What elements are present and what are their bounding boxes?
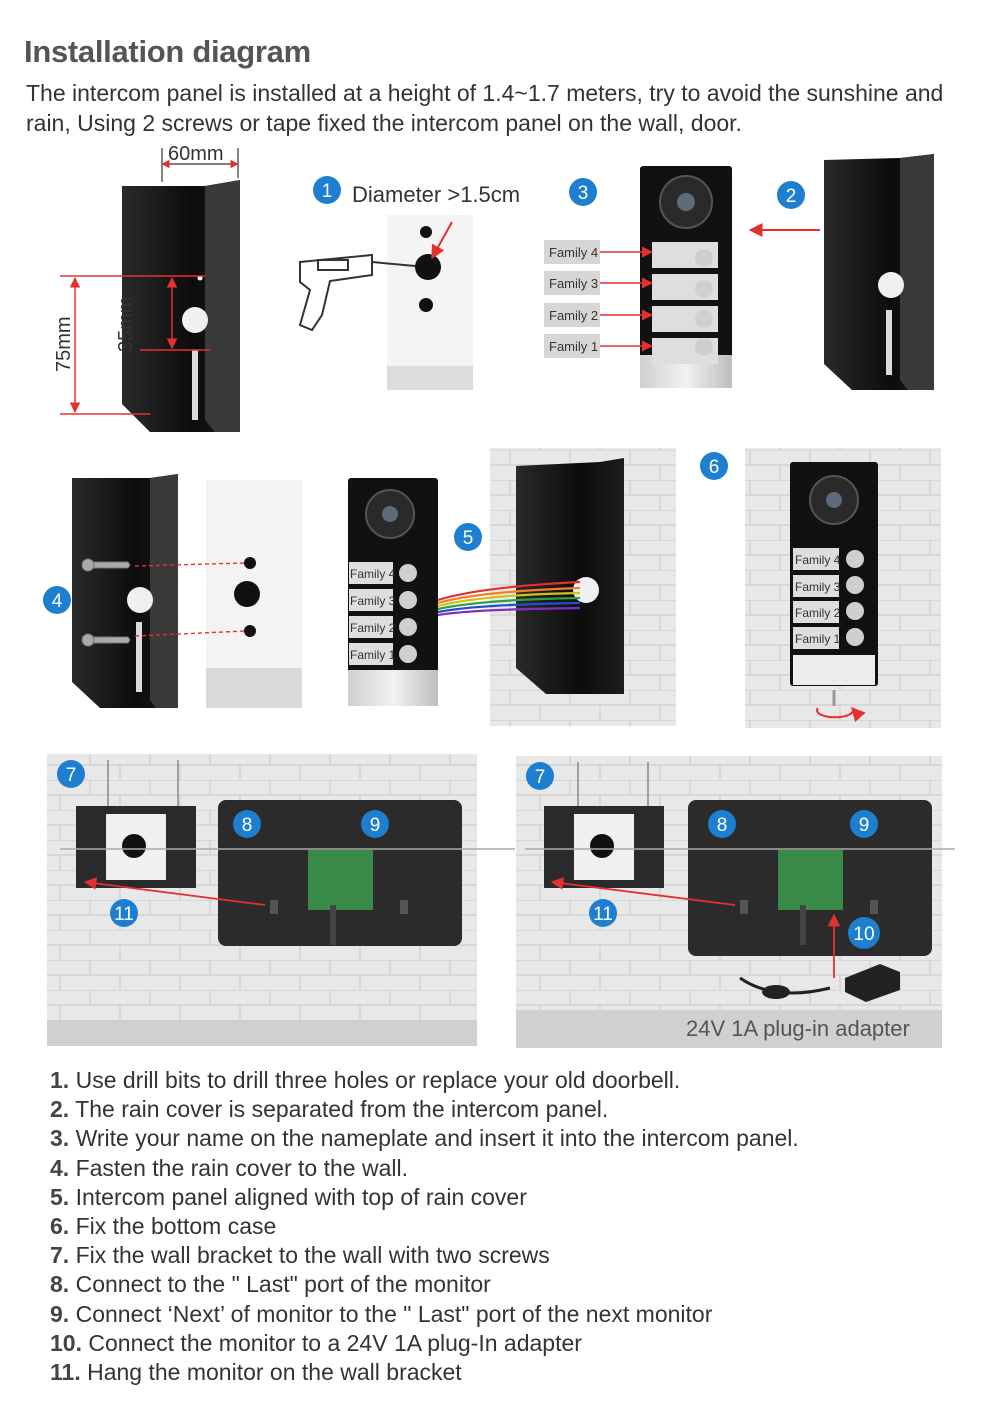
- case-label-1: Family 1: [795, 632, 841, 646]
- drill-step: 1 Diameter >1.5cm: [298, 176, 520, 390]
- adapter-label: 24V 1A plug-in adapter: [686, 1016, 910, 1041]
- marker-8-left: 8: [242, 815, 253, 836]
- marker-11-right: 11: [593, 904, 613, 925]
- step-text: Connect to the " Last" port of the monit…: [75, 1271, 491, 1298]
- step-item: 10. Connect the monitor to a 24V 1A plug…: [50, 1329, 799, 1358]
- monitor-bracket-left: 7 8 9 11: [47, 754, 515, 1046]
- rain-cover-separated: 2: [748, 154, 934, 390]
- monitor-bracket-right: 7 8 9 11 10 24V 1A plug-in adapter: [516, 756, 955, 1048]
- step-text: Connect ‘Next’ of monitor to the " Last"…: [75, 1300, 713, 1327]
- step-number: 10.: [50, 1329, 82, 1356]
- marker-10: 10: [853, 924, 874, 945]
- wire-bundle: [437, 580, 581, 617]
- marker-11-left: 11: [114, 904, 134, 925]
- step-number: 3.: [50, 1125, 70, 1152]
- step-number: 4.: [50, 1154, 70, 1181]
- rain-cover-dimensions: 60mm 75mm 35mm: [53, 143, 240, 432]
- step-item: 1. Use drill bits to drill three holes o…: [50, 1066, 799, 1095]
- step-text: Intercom panel aligned with top of rain …: [75, 1183, 527, 1210]
- panel-label-1: Family 1: [350, 648, 396, 662]
- step-item: 9. Connect ‘Next’ of monitor to the " La…: [50, 1300, 799, 1329]
- panel-label-4: Family 4: [350, 567, 396, 581]
- step-text: The rain cover is separated from the int…: [75, 1096, 609, 1123]
- step-item: 2. The rain cover is separated from the …: [50, 1095, 799, 1124]
- height-inner-label: 35mm: [115, 296, 137, 352]
- marker-7-right: 7: [535, 767, 546, 788]
- page-title: Installation diagram: [24, 34, 311, 69]
- step-item: 8. Connect to the " Last" port of the mo…: [50, 1270, 799, 1299]
- nameplate-step: Family 4 Family 3 Family 2 Family 1 3: [544, 166, 732, 388]
- marker-3: 3: [578, 183, 589, 204]
- nameplate-label-1: Family 1: [549, 339, 598, 354]
- step-number: 9.: [50, 1300, 70, 1327]
- step-number: 7.: [50, 1242, 70, 1269]
- bottom-case-step: Family 4 Family 3 Family 2 Family 1 6: [700, 448, 941, 728]
- screw-icon: [81, 558, 131, 647]
- marker-8-right: 8: [717, 815, 728, 836]
- fasten-cover-step: 4: [43, 474, 302, 708]
- height-total-label: 75mm: [53, 316, 75, 372]
- intro-text: The intercom panel is installed at a hei…: [26, 80, 944, 136]
- drill-diameter-label: Diameter >1.5cm: [352, 182, 520, 207]
- drill-icon: [298, 253, 416, 332]
- step-item: 7. Fix the wall bracket to the wall with…: [50, 1241, 799, 1270]
- installation-diagram: 60mm 75mm 35mm 1 Diameter >1.5cm: [43, 143, 955, 1048]
- case-label-4: Family 4: [795, 553, 841, 567]
- step-text: Connect the monitor to a 24V 1A plug-In …: [88, 1329, 582, 1356]
- panel-label-3: Family 3: [350, 594, 396, 608]
- step-text: Fasten the rain cover to the wall.: [75, 1154, 408, 1181]
- step-item: 11. Hang the monitor on the wall bracket: [50, 1358, 799, 1387]
- step-text: Fix the bottom case: [75, 1213, 277, 1240]
- nameplate-label-4: Family 4: [549, 245, 598, 260]
- marker-2: 2: [786, 186, 797, 207]
- case-label-2: Family 2: [795, 606, 841, 620]
- step-number: 1.: [50, 1067, 70, 1093]
- nameplate-buttons: [652, 242, 718, 364]
- instruction-steps: 1. Use drill bits to drill three holes o…: [50, 1066, 799, 1387]
- marker-5: 5: [463, 528, 474, 549]
- adapter-icon: [739, 964, 900, 1002]
- step-item: 6. Fix the bottom case: [50, 1212, 799, 1241]
- nameplate-label-3: Family 3: [549, 276, 598, 291]
- step-item: 4. Fasten the rain cover to the wall.: [50, 1154, 799, 1183]
- step-text: Fix the wall bracket to the wall with tw…: [75, 1242, 550, 1269]
- marker-9-right: 9: [859, 815, 870, 836]
- step-text: Hang the monitor on the wall bracket: [87, 1359, 462, 1386]
- step-number: 8.: [50, 1271, 70, 1298]
- step-number: 5.: [50, 1183, 70, 1210]
- nameplate-label-2: Family 2: [549, 308, 598, 323]
- marker-6: 6: [709, 457, 720, 478]
- marker-7-left: 7: [66, 765, 77, 786]
- marker-1: 1: [322, 181, 333, 202]
- marker-9-left: 9: [370, 815, 381, 836]
- panel-label-2: Family 2: [350, 621, 396, 635]
- step-number: 6.: [50, 1213, 70, 1240]
- step-number: 2.: [50, 1096, 70, 1123]
- step-item: 5. Intercom panel aligned with top of ra…: [50, 1183, 799, 1212]
- step-text: Write your name on the nameplate and ins…: [75, 1125, 799, 1152]
- step-text: Use drill bits to drill three holes or r…: [75, 1067, 681, 1093]
- width-label: 60mm: [168, 143, 224, 165]
- case-label-3: Family 3: [795, 580, 841, 594]
- step-number: 11.: [50, 1359, 81, 1386]
- step-item: 3. Write your name on the nameplate and …: [50, 1124, 799, 1153]
- marker-4: 4: [52, 591, 63, 612]
- align-panel-step: Family 4 Family 3 Family 2 Family 1 5: [348, 448, 676, 726]
